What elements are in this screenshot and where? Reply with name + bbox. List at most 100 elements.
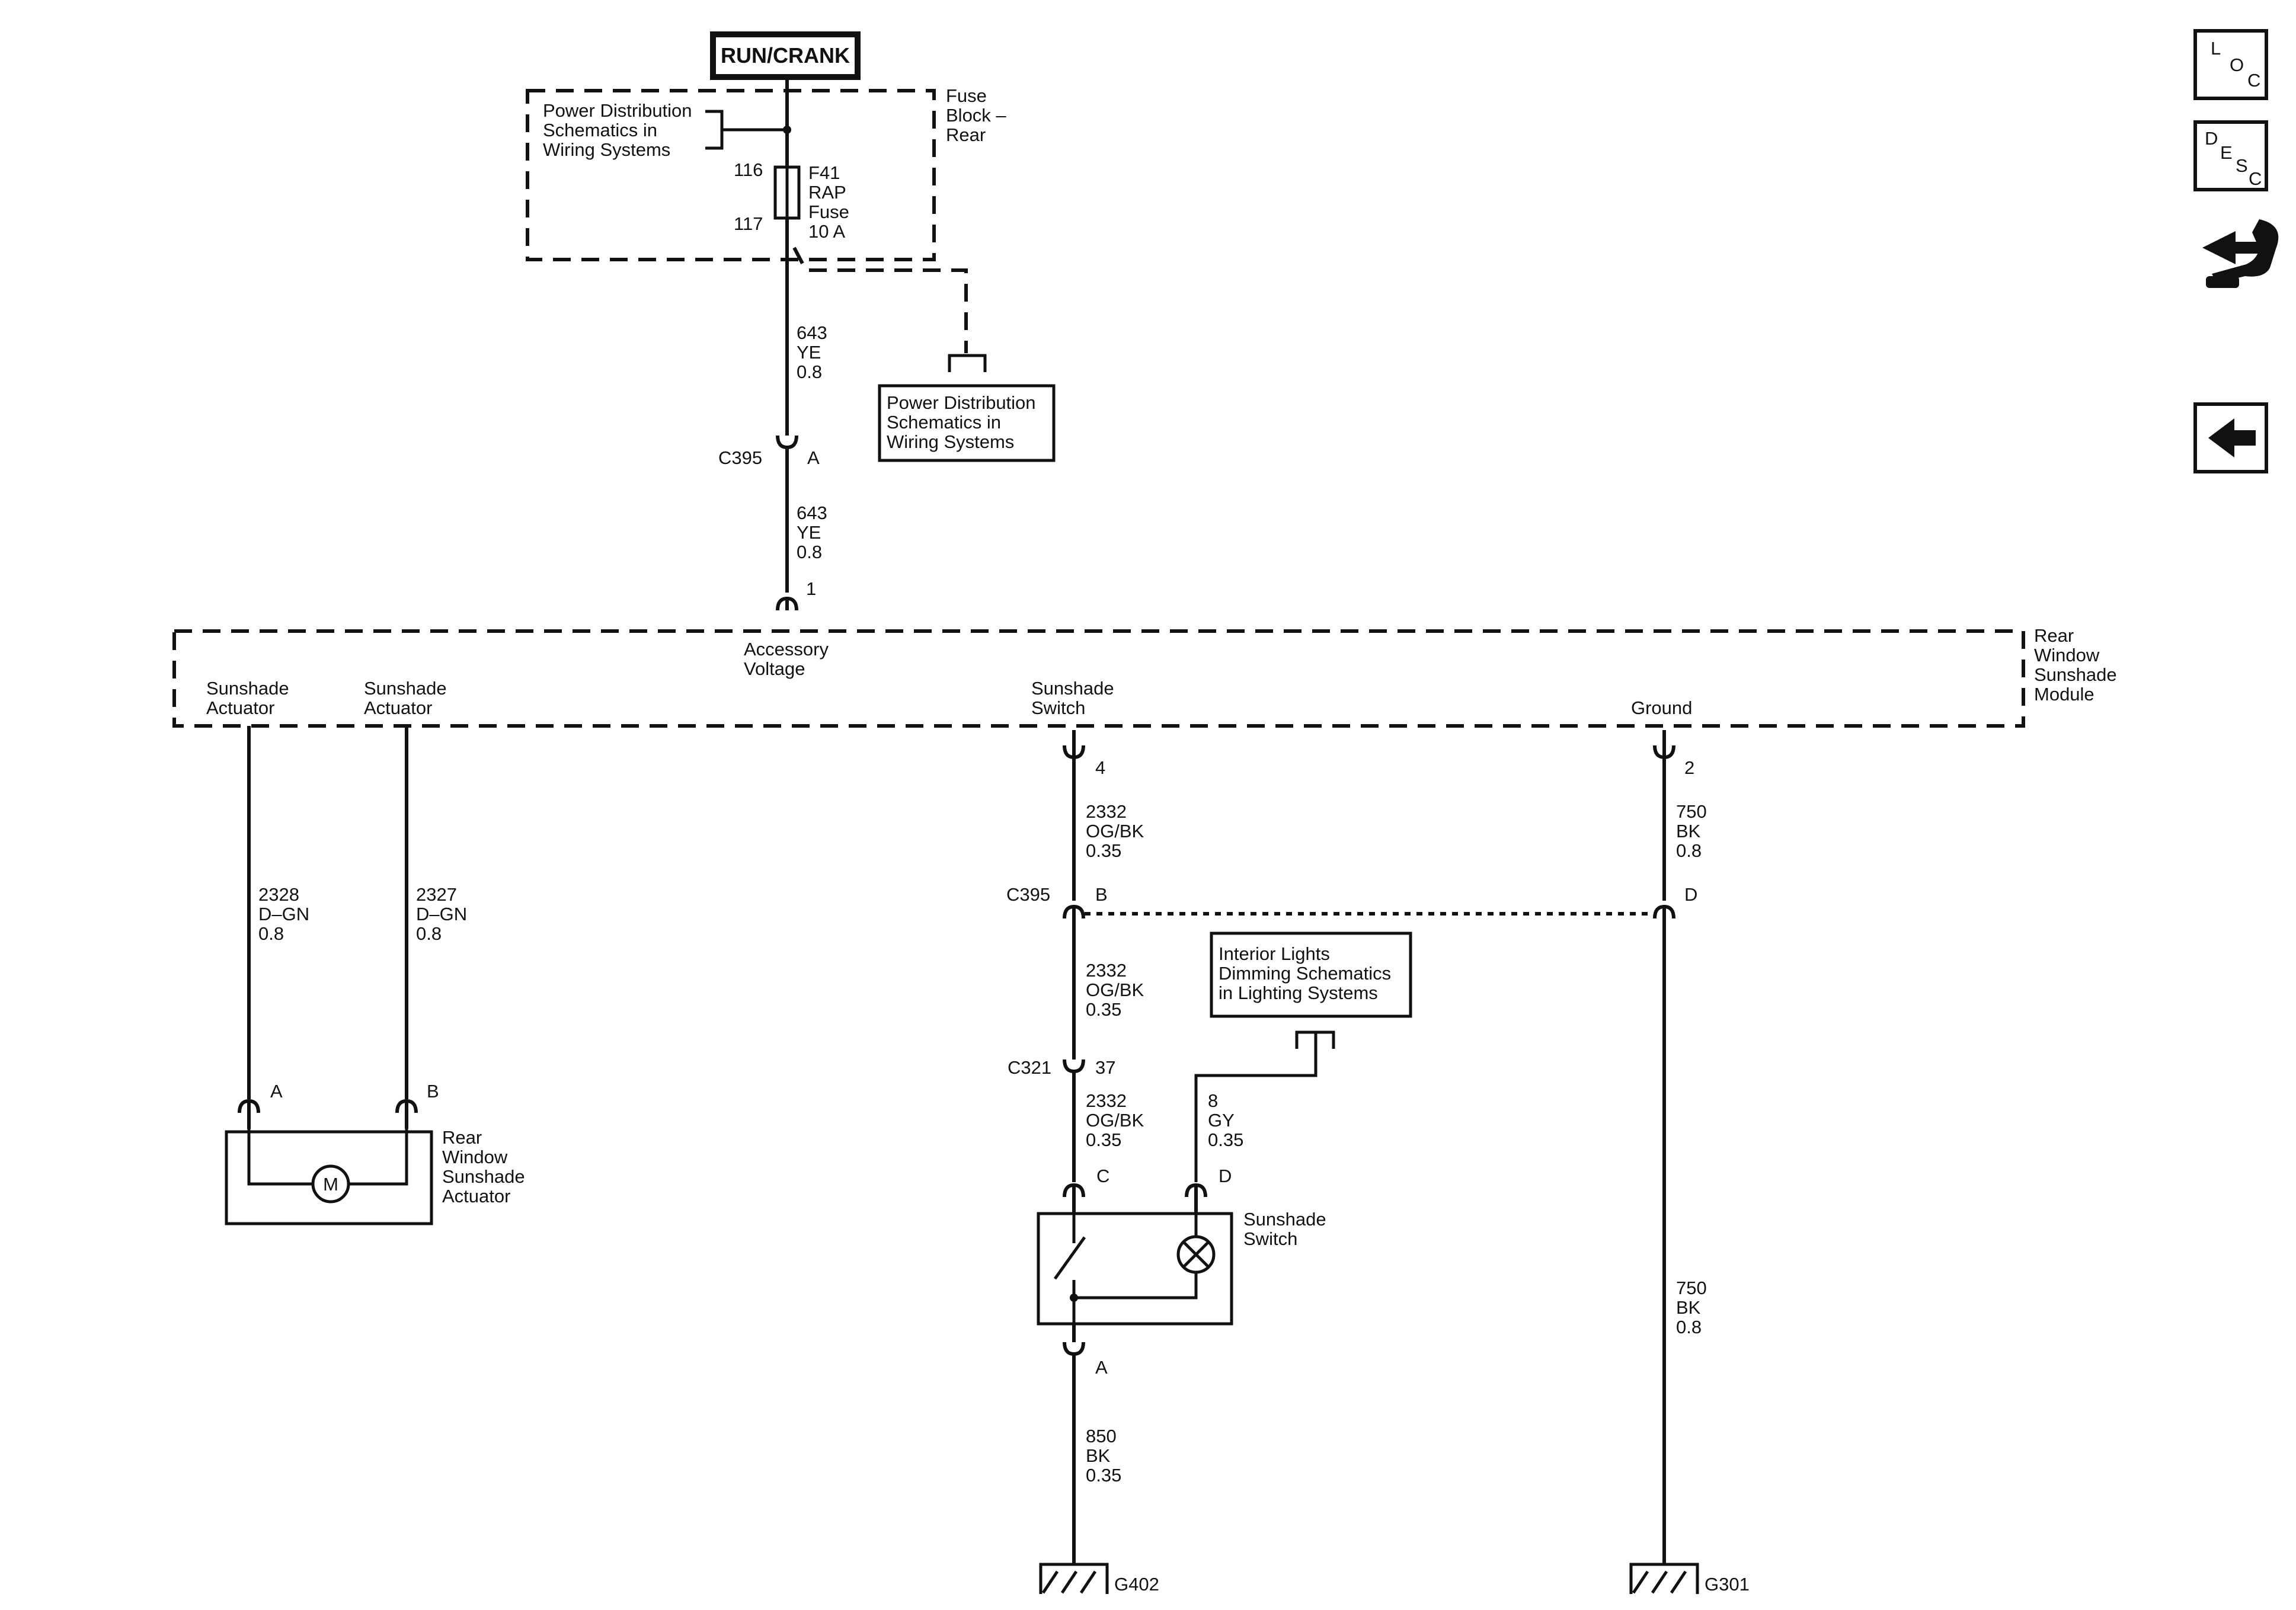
wire-2332a-color: OG/BK bbox=[1086, 821, 1144, 841]
fuse-label-3: Fuse bbox=[808, 201, 849, 222]
module-act2-1: Sunshade bbox=[364, 678, 447, 699]
wire-2332a-size: 0.35 bbox=[1086, 840, 1121, 861]
wire-750a-size: 0.8 bbox=[1676, 840, 1702, 861]
wire-2332c-size: 0.35 bbox=[1086, 1129, 1121, 1150]
module-accessory-2: Voltage bbox=[744, 658, 805, 679]
switch-contact bbox=[1053, 1236, 1086, 1280]
wire-750b-size: 0.8 bbox=[1676, 1317, 1702, 1337]
connector-c395a-pin: A bbox=[807, 447, 820, 468]
module-pin-1: 1 bbox=[806, 578, 816, 599]
lighting-ref-2: Dimming Schematics bbox=[1219, 963, 1391, 984]
wire-643-bottom-size: 0.8 bbox=[797, 542, 822, 562]
wire-2332b-size: 0.35 bbox=[1086, 999, 1121, 1020]
fuse-ref-1: Power Distribution bbox=[543, 100, 692, 121]
ground-g301-label: G301 bbox=[1705, 1574, 1750, 1595]
wire-643-bottom-num: 643 bbox=[797, 502, 827, 523]
connector-c395b-name: C395 bbox=[1006, 884, 1050, 905]
wire-2332c-color: OG/BK bbox=[1086, 1110, 1144, 1131]
module-act1-2: Actuator bbox=[206, 697, 274, 718]
fuse-label-1: F41 bbox=[808, 162, 840, 183]
fuse-block-name-3: Rear bbox=[946, 124, 986, 145]
wire-8-size: 0.35 bbox=[1208, 1129, 1243, 1150]
wire-850-color: BK bbox=[1086, 1445, 1111, 1466]
module-act1-1: Sunshade bbox=[206, 678, 289, 699]
fuse-ref-3: Wiring Systems bbox=[543, 139, 670, 160]
wire-2332c-num: 2332 bbox=[1086, 1090, 1127, 1111]
connector-c395b-pin-b: B bbox=[1095, 884, 1108, 905]
loc-letter-l: L bbox=[2211, 38, 2221, 59]
wire-643-top-size: 0.8 bbox=[797, 361, 822, 382]
wire-750a-num: 750 bbox=[1676, 801, 1707, 822]
interior-lights-ref-box[interactable] bbox=[1210, 932, 1412, 1018]
fuse-block-name-2: Block – bbox=[946, 105, 1006, 126]
sunshade-module-outline bbox=[172, 629, 2025, 728]
module-act2-2: Actuator bbox=[364, 697, 432, 718]
loc-letter-o: O bbox=[2230, 55, 2244, 75]
power-ref-2: Schematics in bbox=[887, 412, 1001, 433]
fuse-block-outline bbox=[526, 89, 936, 261]
wire-2327-color: D–GN bbox=[416, 904, 467, 924]
desc-letter-e: E bbox=[2220, 142, 2233, 163]
desc-letter-s: S bbox=[2236, 155, 2248, 176]
ground-g301-symbol bbox=[1629, 1563, 1699, 1594]
actuator-pin-b: B bbox=[427, 1081, 439, 1102]
wire-2328-num: 2328 bbox=[258, 884, 299, 905]
switch-pin-d: D bbox=[1219, 1166, 1232, 1186]
module-name-2: Window bbox=[2034, 645, 2100, 665]
connector-c321-pin: 37 bbox=[1095, 1057, 1115, 1078]
wire-643-bottom-color: YE bbox=[797, 522, 821, 543]
actuator-name-3: Sunshade bbox=[442, 1166, 525, 1187]
fuse-block-name-1: Fuse bbox=[946, 85, 987, 106]
wire-2332b-num: 2332 bbox=[1086, 960, 1127, 981]
lighting-ref-3: in Lighting Systems bbox=[1219, 982, 1378, 1003]
wire-750b-num: 750 bbox=[1676, 1278, 1707, 1298]
wire-2328-size: 0.8 bbox=[258, 923, 284, 944]
wire-2332b-color: OG/BK bbox=[1086, 980, 1144, 1000]
actuator-name-2: Window bbox=[442, 1147, 508, 1167]
fuse-label-4: 10 A bbox=[808, 221, 845, 242]
wire-2332a-num: 2332 bbox=[1086, 801, 1127, 822]
module-accessory-1: Accessory bbox=[744, 639, 829, 660]
motor-label: M bbox=[323, 1174, 338, 1195]
module-name-4: Module bbox=[2034, 684, 2094, 705]
loc-letter-c: C bbox=[2247, 70, 2260, 91]
connector-c395a-name: C395 bbox=[718, 447, 762, 468]
wire-2327-size: 0.8 bbox=[416, 923, 442, 944]
switch-pin-a: A bbox=[1095, 1357, 1108, 1378]
wire-2327-num: 2327 bbox=[416, 884, 457, 905]
fuse-pin-116: 116 bbox=[734, 159, 763, 180]
motor-icon bbox=[311, 1164, 350, 1204]
lighting-ref-1: Interior Lights bbox=[1219, 943, 1330, 964]
fuse-pin-117: 117 bbox=[734, 213, 763, 234]
run-crank-label: RUN/CRANK bbox=[721, 43, 850, 68]
pin-4: 4 bbox=[1095, 757, 1105, 778]
wire-8-num: 8 bbox=[1208, 1090, 1218, 1111]
module-name-1: Rear bbox=[2034, 625, 2074, 646]
connector-harness-icon[interactable] bbox=[2202, 219, 2279, 288]
desc-button[interactable]: D E S C bbox=[2193, 120, 2268, 191]
power-ref-1: Power Distribution bbox=[887, 392, 1036, 413]
loc-button[interactable]: L O C bbox=[2193, 29, 2268, 100]
wire-750b-color: BK bbox=[1676, 1297, 1701, 1318]
connector-c321-name: C321 bbox=[1008, 1057, 1051, 1078]
module-ground: Ground bbox=[1631, 697, 1692, 718]
ground-g402-label: G402 bbox=[1114, 1574, 1159, 1595]
wire-643-top-num: 643 bbox=[797, 322, 827, 343]
wire-8-color: GY bbox=[1208, 1110, 1235, 1131]
power-distribution-ref-box[interactable] bbox=[878, 384, 1056, 462]
fuse-label-2: RAP bbox=[808, 182, 846, 203]
actuator-pin-a: A bbox=[270, 1081, 283, 1102]
power-ref-3: Wiring Systems bbox=[887, 431, 1014, 452]
switch-pin-c: C bbox=[1096, 1166, 1109, 1186]
wire-2328-color: D–GN bbox=[258, 904, 309, 924]
wire-850-size: 0.35 bbox=[1086, 1465, 1121, 1486]
desc-letter-d: D bbox=[2205, 128, 2218, 149]
module-switch-2: Switch bbox=[1031, 697, 1085, 718]
back-arrow-icon bbox=[2208, 418, 2256, 457]
pin-2: 2 bbox=[1684, 757, 1694, 778]
back-button[interactable] bbox=[2193, 402, 2268, 473]
connector-c395b-pin-d: D bbox=[1684, 884, 1697, 905]
wire-643-top-color: YE bbox=[797, 342, 821, 363]
wire-850-num: 850 bbox=[1086, 1426, 1117, 1446]
